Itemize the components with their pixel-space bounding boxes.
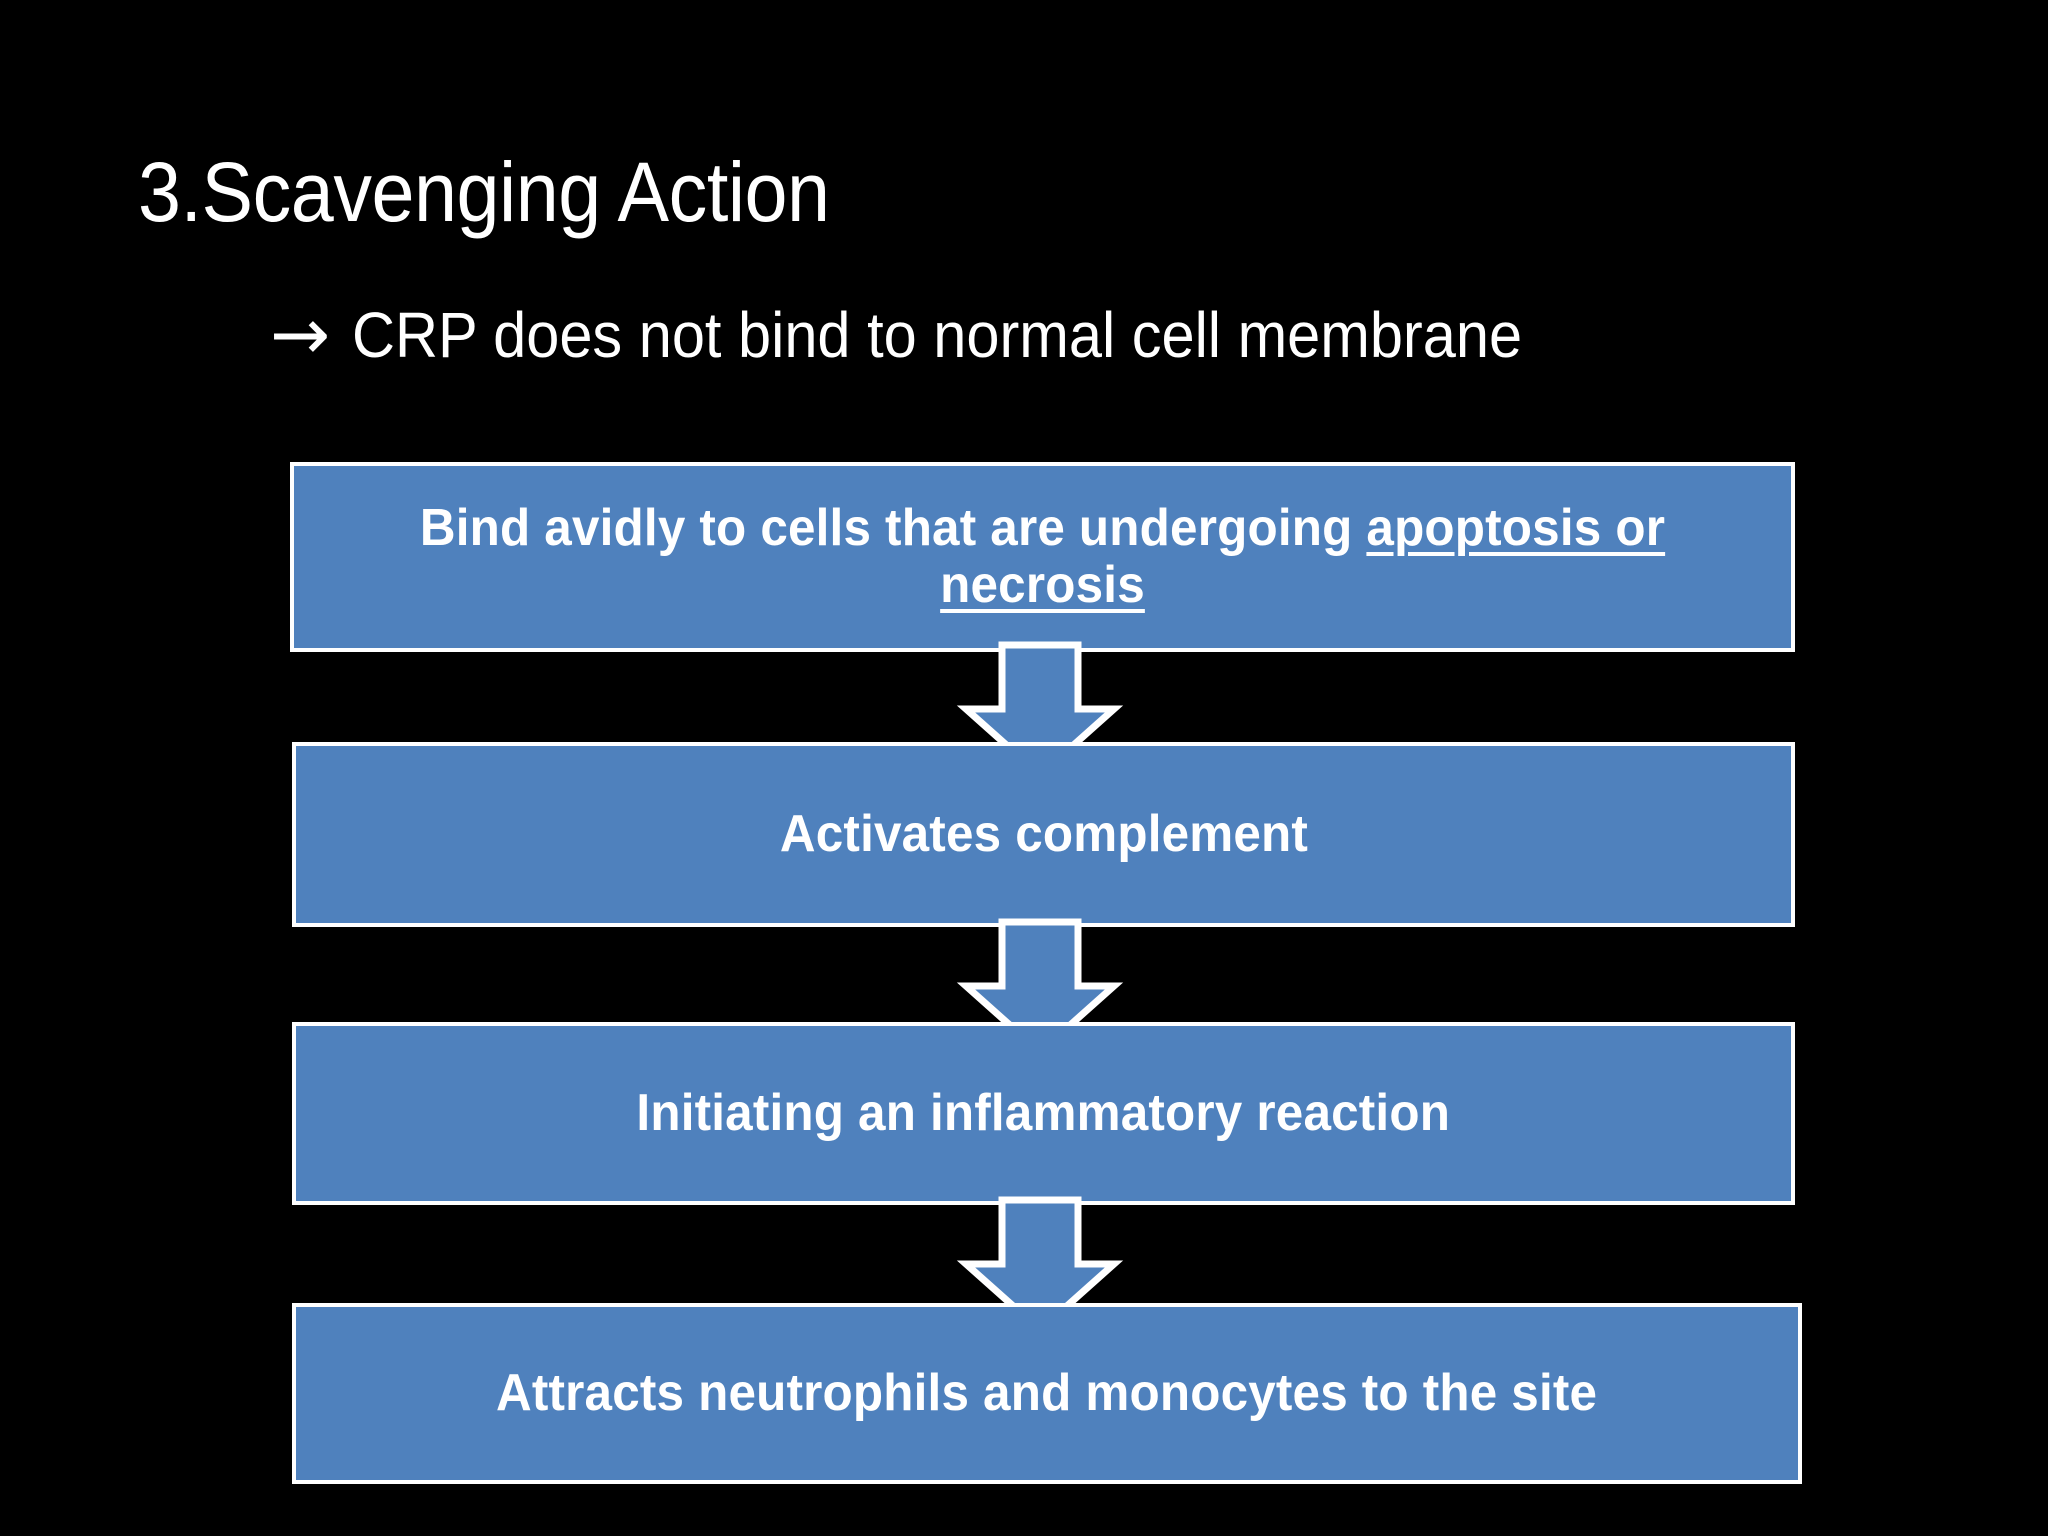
flow-step-1-label: Bind avidly to cells that are undergoing… xyxy=(331,498,1753,614)
subtitle-row: → CRP does not bind to normal cell membr… xyxy=(270,292,1610,376)
down-arrow-shape xyxy=(956,918,1124,1057)
flow-step-4[interactable]: Attracts neutrophils and monocytes to th… xyxy=(292,1303,1802,1484)
right-arrow-icon: → xyxy=(270,292,331,376)
flow-step-2-text-normal: Activates complement xyxy=(779,804,1308,863)
down-arrow-shape xyxy=(956,1196,1124,1335)
flow-step-2[interactable]: Activates complement xyxy=(292,742,1795,927)
flow-step-4-text-normal: Attracts neutrophils and monocytes to th… xyxy=(496,1363,1598,1422)
flow-step-2-label: Activates complement xyxy=(762,804,1324,863)
flow-step-3[interactable]: Initiating an inflammatory reaction xyxy=(292,1022,1795,1205)
flow-step-3-text-normal: Initiating an inflammatory reaction xyxy=(636,1083,1451,1142)
flow-step-1[interactable]: Bind avidly to cells that are undergoing… xyxy=(290,462,1795,652)
subtitle-text: CRP does not bind to normal cell membran… xyxy=(352,299,1523,372)
page-title: 3.Scavenging Action xyxy=(138,145,830,239)
down-arrow-icon xyxy=(956,918,1124,1057)
flow-step-3-label: Initiating an inflammatory reaction xyxy=(620,1083,1468,1142)
flow-step-4-label: Attracts neutrophils and monocytes to th… xyxy=(479,1363,1614,1422)
flow-step-1-text-underlined: apoptosis or necrosis xyxy=(940,498,1666,614)
flow-step-1-text-normal: Bind avidly to cells that are undergoing xyxy=(419,498,1367,557)
down-arrow-icon xyxy=(956,1196,1124,1335)
